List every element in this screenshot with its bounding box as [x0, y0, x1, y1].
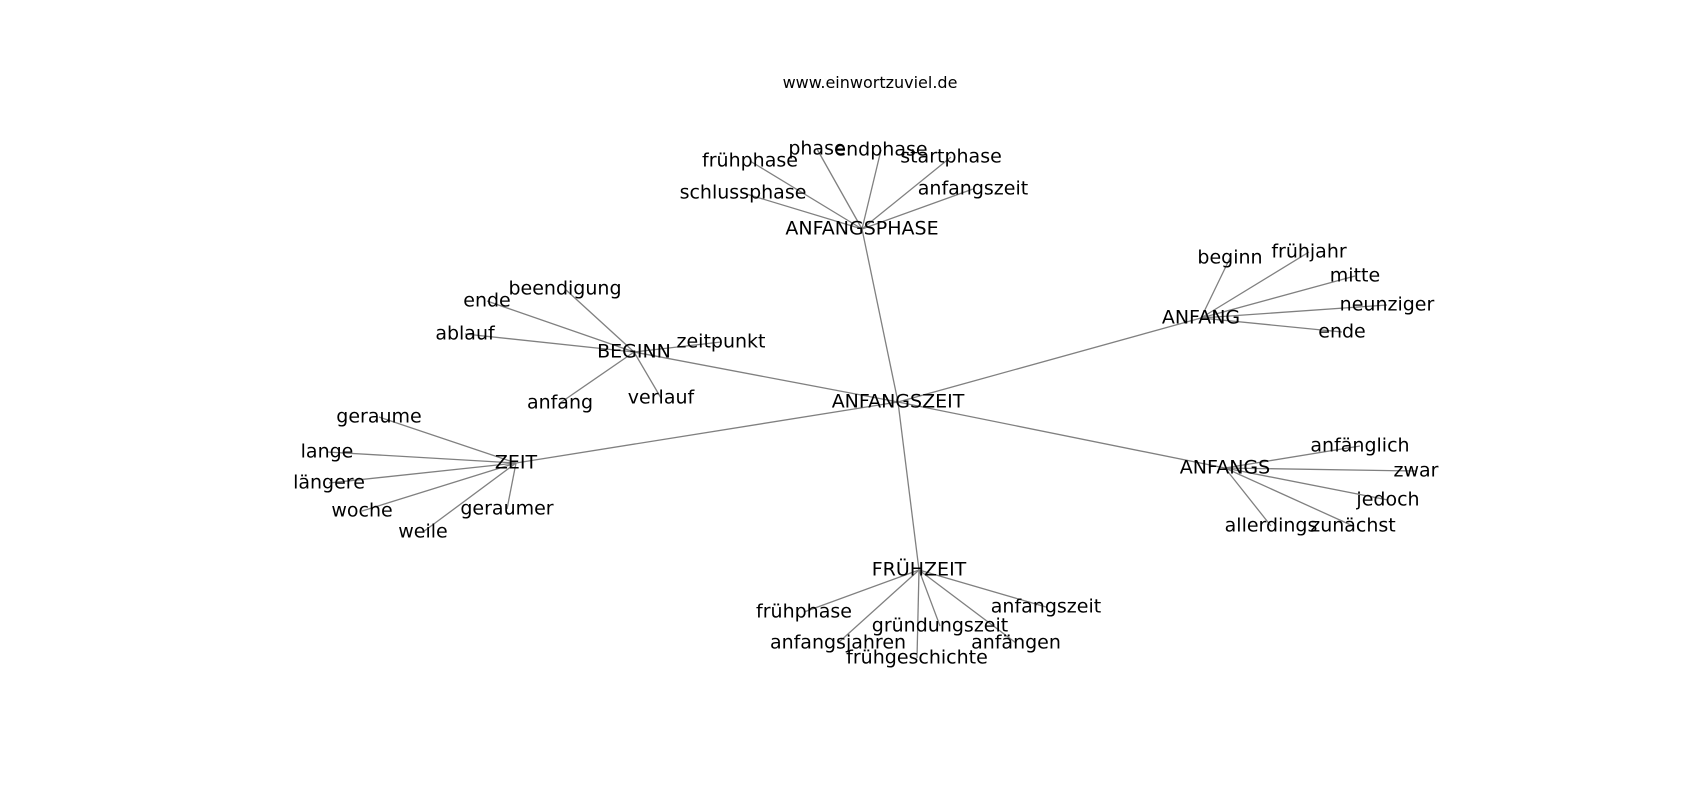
word-node-label: endphase [834, 139, 927, 161]
edge-hub-word [486, 300, 635, 353]
edge-hub-word [633, 351, 662, 399]
edge-hub-word [378, 416, 517, 464]
edge-hub-word [1224, 467, 1389, 501]
page-title: www.einwortzuviel.de [783, 73, 958, 92]
edge-center-hub [861, 228, 899, 403]
edge-hub-word [803, 569, 920, 613]
word-node-label: ende [463, 290, 510, 312]
edge-hub-word [1224, 467, 1272, 527]
edge-hub-word [918, 569, 941, 627]
edge-hub-word [633, 341, 722, 353]
word-node-label: anfänglich [1310, 435, 1409, 457]
edge-hub-word [742, 192, 863, 230]
edge-hub-word [506, 462, 517, 510]
edge-hub-word [918, 569, 1017, 644]
word-node-label: anfang [527, 392, 593, 414]
edge-hub-word [1200, 275, 1356, 319]
word-node-label: anfangszeit [918, 178, 1028, 200]
word-node-label: woche [331, 500, 392, 522]
edge-center-hub [515, 401, 899, 464]
word-node-label: phase [788, 138, 845, 160]
graph-edges [326, 148, 1417, 659]
edge-hub-word [1200, 251, 1310, 319]
word-node-label: lange [301, 441, 354, 463]
edge-hub-word [837, 569, 920, 644]
edge-hub-word [422, 462, 517, 533]
word-node-label: zunächst [1310, 515, 1396, 537]
word-node-label: mitte [1330, 265, 1380, 287]
word-node-label: anfangszeit [991, 596, 1101, 618]
word-node-label: gründungszeit [872, 615, 1008, 637]
word-node-label: längere [293, 472, 365, 494]
edge-hub-word [326, 451, 517, 464]
hub-node-label: FRÜHZEIT [872, 558, 967, 581]
edge-hub-word [1200, 304, 1388, 319]
word-node-label: beendigung [508, 278, 621, 300]
word-node-label: verlauf [628, 387, 696, 409]
word-node-label: frühphase [756, 601, 852, 623]
word-node-label: jedoch [1355, 489, 1419, 511]
hub-node-label: ZEIT [495, 452, 538, 474]
edge-hub-word [1200, 317, 1343, 333]
word-node-label: anfängen [971, 632, 1061, 654]
edge-hub-word [1224, 467, 1417, 472]
word-node-label: geraume [336, 406, 421, 428]
hub-node-label: ANFANG [1162, 307, 1240, 329]
edge-hub-word [816, 148, 863, 230]
edge-hub-word [464, 333, 635, 353]
edge-center-hub [897, 401, 920, 571]
word-node-label: zwar [1394, 460, 1439, 482]
word-node-label: frühjahr [1271, 241, 1347, 263]
hub-node-label: ANFANGSPHASE [785, 218, 938, 240]
edge-hub-word [861, 149, 882, 230]
edge-hub-word [1200, 257, 1231, 319]
word-node-label: zeitpunkt [677, 331, 766, 353]
edge-hub-word [559, 351, 635, 404]
word-node-label: frühphase [702, 150, 798, 172]
word-node-label: ablauf [435, 323, 496, 345]
word-node-label: startphase [900, 146, 1002, 168]
hub-node-label: BEGINN [597, 341, 671, 363]
word-node-label: frühgeschichte [846, 647, 988, 669]
graph-labels: ANFANGSZEITANFANGSPHASEfrühphasephaseend… [293, 138, 1439, 669]
word-node-label: ende [1318, 321, 1365, 343]
edge-hub-word [749, 160, 863, 230]
word-node-label: schlussphase [680, 182, 807, 204]
word-node-label: weile [398, 521, 447, 543]
edge-hub-word [1224, 445, 1361, 469]
edge-hub-word [361, 462, 517, 512]
edge-hub-word [916, 569, 920, 659]
edge-center-hub [633, 351, 899, 403]
edge-hub-word [861, 156, 952, 230]
center-node-label: ANFANGSZEIT [832, 391, 965, 413]
edge-hub-word [564, 288, 635, 353]
word-node-label: anfangsjahren [770, 632, 906, 654]
word-node-label: allerdings [1225, 515, 1318, 537]
word-node-label: geraumer [460, 498, 553, 520]
edge-hub-word [328, 462, 517, 484]
edge-hub-word [1224, 467, 1354, 527]
edge-hub-word [861, 188, 974, 230]
word-node-label: neunziger [1340, 294, 1435, 316]
edge-center-hub [897, 401, 1226, 469]
edge-hub-word [918, 569, 1047, 608]
word-node-label: beginn [1197, 247, 1262, 269]
hub-node-label: ANFANGS [1180, 457, 1270, 479]
edge-center-hub [897, 317, 1202, 403]
